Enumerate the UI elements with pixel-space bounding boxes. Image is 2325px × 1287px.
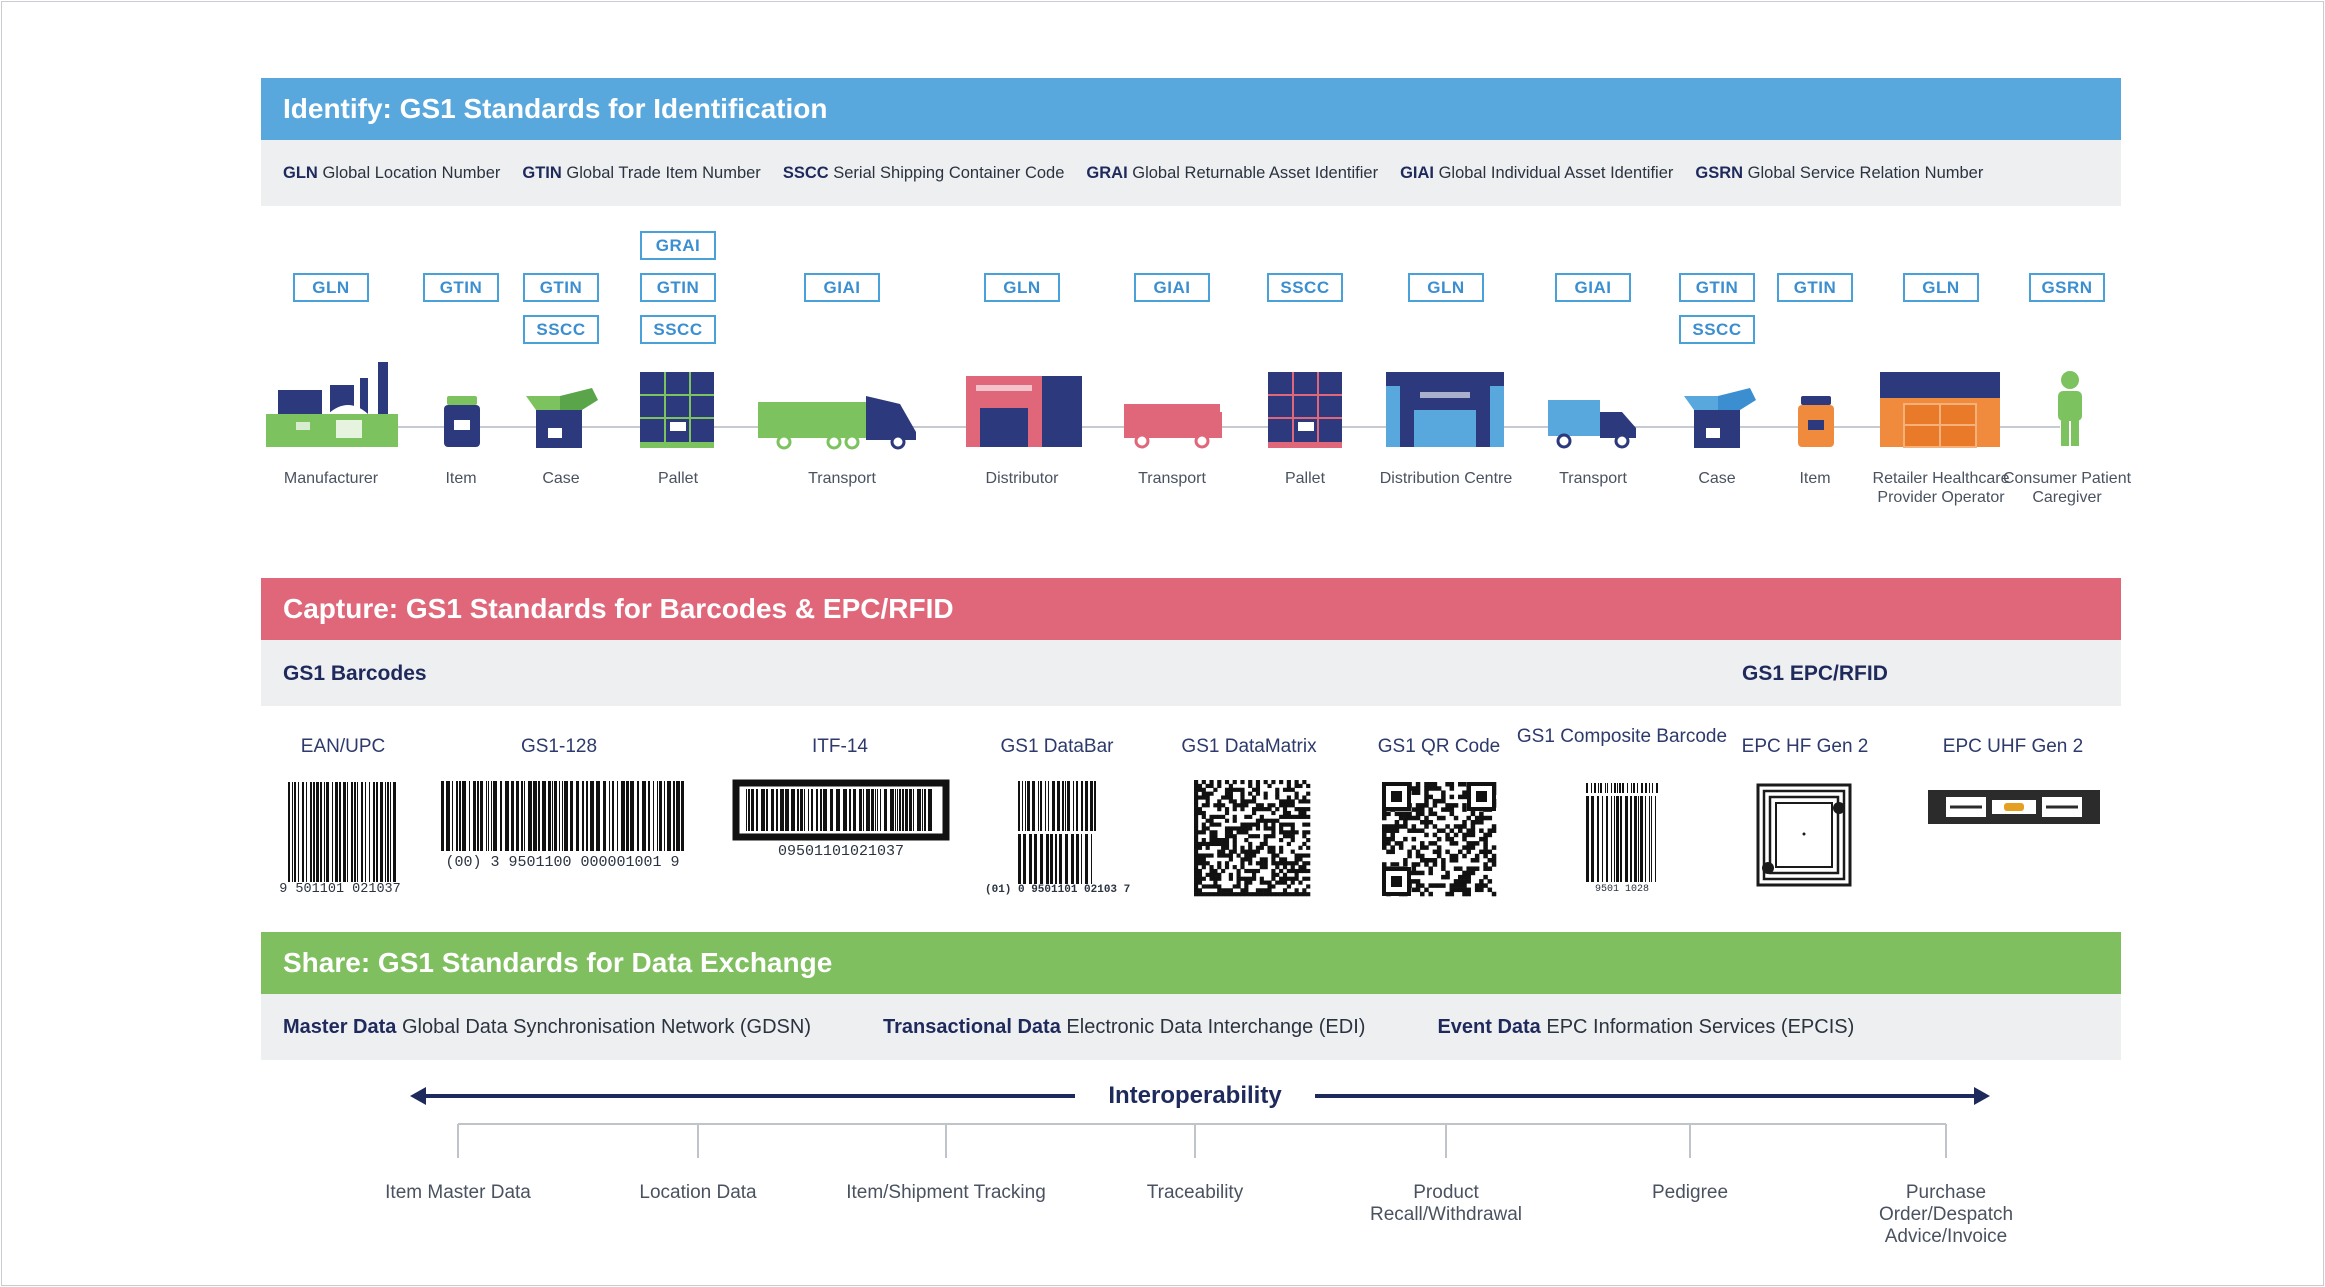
gs1-epc-rfid-heading: GS1 EPC/RFID [1742,662,1888,685]
use-purchase-order: Purchase Order/Despatch Advice/Invoice [1878,1182,2014,1247]
carrier-label-gs1-datamatrix: GS1 DataMatrix [1181,736,1317,757]
carrier-label-gs1-composite: GS1 Composite Barcode [1516,726,1728,747]
event-data-item: Event Data EPC Information Services (EPC… [1437,1015,1855,1038]
carrier-label-itf-14: ITF-14 [812,736,868,757]
stage-label: Retailer Healthcare Provider Operator [1872,470,2010,506]
carrier-label-gs1-qr-code: GS1 QR Code [1377,736,1501,757]
carrier-label-gs1-databar: GS1 DataBar [1000,736,1114,757]
tag-sscc: SSCC [1267,273,1343,302]
master-data-item: Master Data Global Data Synchronisation … [283,1015,811,1038]
tag-gln: GLN [1903,273,1979,302]
stage-label: Case [542,470,580,487]
tag-giai: GIAI [804,273,880,302]
key-giai: GIAI Global Individual Asset Identifier [1400,163,1674,182]
use-traceability: Traceability [1146,1182,1244,1203]
carrier-label-ean-upc: EAN/UPC [300,736,386,757]
tag-sscc: SSCC [523,315,599,344]
identify-band-title: Identify: GS1 Standards for Identificati… [261,78,2121,140]
use-product-recall: Product Recall/Withdrawal [1369,1182,1523,1225]
tag-giai: GIAI [1555,273,1631,302]
share-band-title: Share: GS1 Standards for Data Exchange [261,932,2121,994]
key-gln: GLN Global Location Number [283,163,501,182]
tag-gtin: GTIN [523,273,599,302]
use-pedigree: Pedigree [1651,1182,1729,1203]
capture-subheading-row [261,640,2121,706]
carrier-label-epc-uhf: EPC UHF Gen 2 [1942,736,2084,757]
transactional-data-item: Transactional Data Electronic Data Inter… [883,1015,1366,1038]
tag-gln: GLN [984,273,1060,302]
tag-giai: GIAI [1134,273,1210,302]
stage-label: Item [445,470,477,487]
carrier-label-epc-hf: EPC HF Gen 2 [1741,736,1869,757]
key-sscc: SSCC Serial Shipping Container Code [782,163,1065,182]
tag-gln: GLN [1408,273,1484,302]
tag-grai: GRAI [640,231,716,260]
stage-label: Distribution Centre [1379,470,1513,487]
stage-label: Transport [1138,470,1206,487]
tag-gtin: GTIN [1777,273,1853,302]
tag-gsrn: GSRN [2029,273,2105,302]
stage-label: Case [1698,470,1736,487]
tag-gtin: GTIN [640,273,716,302]
databar-number: (01) 0 9501101 02103 7 [985,884,1131,896]
tag-sscc: SSCC [1679,315,1755,344]
identify-key-row: GLN Global Location Number GTIN Global T… [261,140,2121,206]
share-row: Master Data Global Data Synchronisation … [261,994,2121,1060]
stage-label: Transport [1559,470,1627,487]
stage-label: Transport [808,470,876,487]
capture-band-title: Capture: GS1 Standards for Barcodes & EP… [261,578,2121,640]
itf-14-number: 09501101021037 [777,843,905,860]
key-grai: GRAI Global Returnable Asset Identifier [1086,163,1379,182]
stage-label: Manufacturer [283,470,379,487]
gs1-128-number: (00) 3 9501100 000001001 9 [445,854,680,871]
tag-gtin: GTIN [423,273,499,302]
use-item-master-data: Item Master Data [385,1182,531,1203]
use-item-shipment-tracking: Item/Shipment Tracking [846,1182,1046,1203]
key-gtin: GTIN Global Trade Item Number [522,163,761,182]
composite-number: 9501 1028 [1594,884,1649,895]
stage-label: Pallet [657,470,699,487]
key-gsrn: GSRN Global Service Relation Number [1695,163,1984,182]
stage-label: Item [1799,470,1831,487]
gs1-barcodes-heading: GS1 Barcodes [283,662,427,685]
stage-label: Pallet [1284,470,1326,487]
use-location-data: Location Data [639,1182,757,1203]
carrier-label-gs1-128: GS1-128 [520,736,598,757]
stage-label: Consumer Patient Caregiver [2002,470,2132,506]
ean-number: 9 501101 021037 [279,882,401,897]
tag-sscc: SSCC [640,315,716,344]
stage-label: Distributor [985,470,1059,487]
tag-gtin: GTIN [1679,273,1755,302]
tag-gln: GLN [293,273,369,302]
interoperability-label: Interoperability [1108,1082,1282,1109]
